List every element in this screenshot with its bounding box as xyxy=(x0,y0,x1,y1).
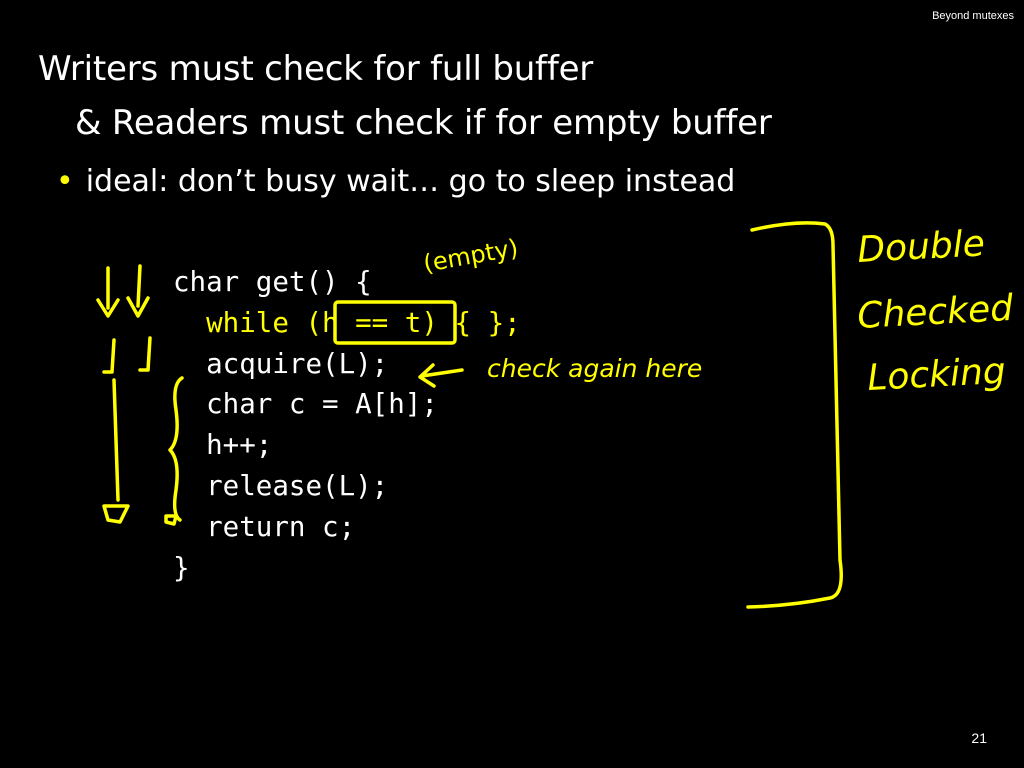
left-down-arrow-1 xyxy=(96,266,120,318)
section-header-label: Beyond mutexes xyxy=(932,10,1014,22)
right-bracket xyxy=(746,221,843,609)
double-checked-locking-line3: Locking xyxy=(866,351,1006,399)
double-checked-locking-line2: Checked xyxy=(856,288,1015,337)
left-down-arrow-2 xyxy=(126,264,150,318)
page-number: 21 xyxy=(971,730,987,746)
slide-title-line-1: Writers must check for full buffer xyxy=(38,49,594,89)
code-line: } xyxy=(173,551,190,584)
double-checked-locking-line1: Double xyxy=(856,223,986,271)
code-line: h++; xyxy=(173,429,273,462)
code-line: acquire(L); xyxy=(173,347,389,380)
left-long-line xyxy=(112,378,120,502)
code-line: release(L); xyxy=(173,469,389,502)
left-tick-1 xyxy=(102,338,116,374)
code-line: char c = A[h]; xyxy=(173,388,438,421)
bullet-text: ideal: don’t busy wait… go to sleep inst… xyxy=(85,164,736,199)
code-line: char get() { xyxy=(173,266,372,298)
bullet-dot-icon: • xyxy=(56,164,74,199)
left-bottom-mark xyxy=(102,504,130,524)
code-line-while: while (h == t) { }; xyxy=(173,306,521,339)
code-line: return c; xyxy=(173,510,356,543)
bullet-item: • ideal: don’t busy wait… go to sleep ins… xyxy=(56,164,735,199)
code-block: char get() { while (h == t) { }; acquire… xyxy=(173,262,521,588)
slide-title-line-2: & Readers must check if for empty buffer xyxy=(75,103,772,143)
left-tick-2 xyxy=(138,336,152,372)
